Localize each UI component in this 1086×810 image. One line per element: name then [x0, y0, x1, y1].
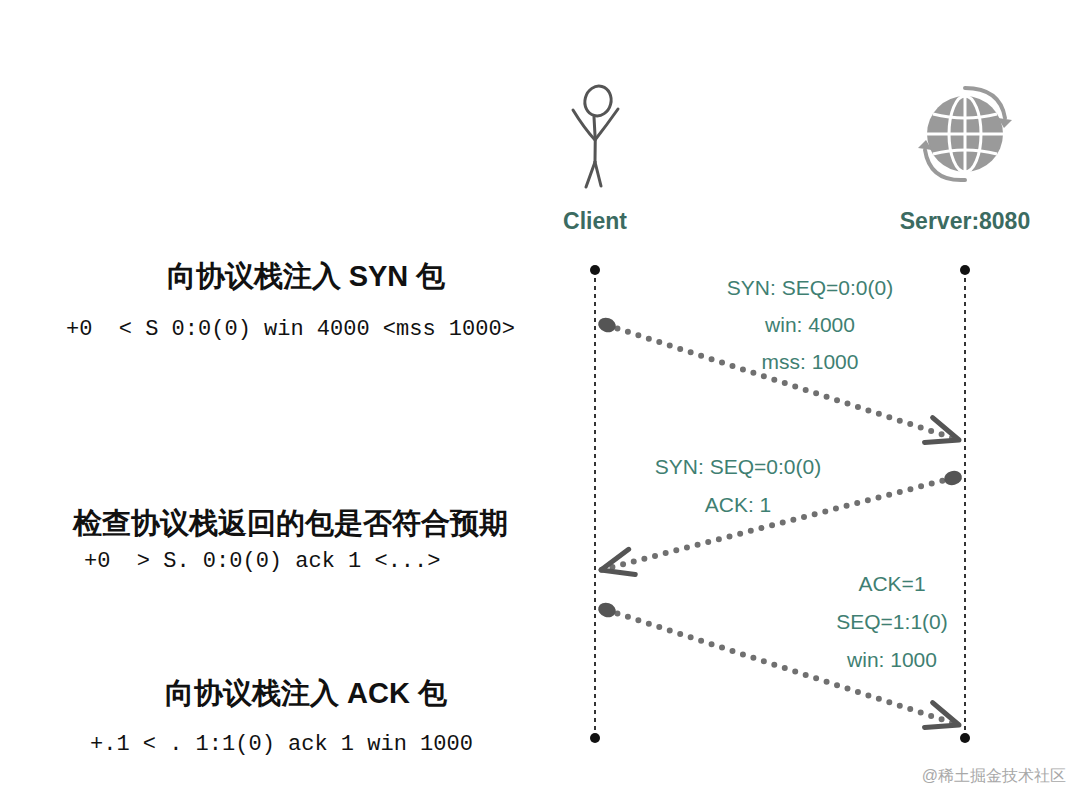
start-dot [596, 601, 617, 620]
packet-field: SYN: SEQ=0:0(0) [727, 276, 893, 300]
script-line: +0 > S. 0:0(0) ack 1 <...> [84, 549, 440, 575]
script-line: +0 < S 0:0(0) win 4000 <mss 1000> [66, 317, 515, 343]
packet-field: mss: 1000 [762, 350, 859, 374]
start-dot [943, 469, 964, 487]
actor-label-box: Client [553, 75, 637, 237]
arrow-head [925, 703, 959, 728]
lifeline-end [590, 265, 970, 743]
lifeline [595, 270, 965, 738]
step-title: 向协议栈注入 SYN 包 [167, 259, 446, 293]
server-globe [918, 88, 1012, 180]
dotted-line [601, 478, 953, 570]
packet-field: SEQ=1:1(0) [836, 610, 947, 634]
packet-arrow [596, 601, 959, 728]
packet-field: SYN: SEQ=0:0(0) [655, 455, 821, 479]
step-title: 向协议栈注入 ACK 包 [165, 676, 447, 710]
script-line: +.1 < . 1:1(0) ack 1 win 1000 [90, 732, 473, 758]
packet-field: ACK=1 [858, 572, 925, 596]
packet-field: win: 4000 [765, 313, 855, 337]
packet-arrow [601, 469, 963, 575]
start-dot [596, 316, 617, 335]
packet-field: win: 1000 [847, 648, 937, 672]
packet-field: ACK: 1 [705, 493, 772, 517]
arrow-head [601, 549, 635, 574]
dotted-line [607, 325, 959, 440]
actor-label-box: Server:8080 [890, 75, 1041, 237]
watermark: @稀土掘金技术社区 [922, 766, 1066, 786]
actor-name: Server:8080 [900, 207, 1030, 237]
client-figure [573, 83, 618, 187]
actor-name: Client [563, 207, 627, 237]
dotted-line [607, 610, 959, 725]
step-title: 检查协议栈返回的包是否符合预期 [73, 506, 508, 540]
arrow-head [925, 418, 959, 443]
